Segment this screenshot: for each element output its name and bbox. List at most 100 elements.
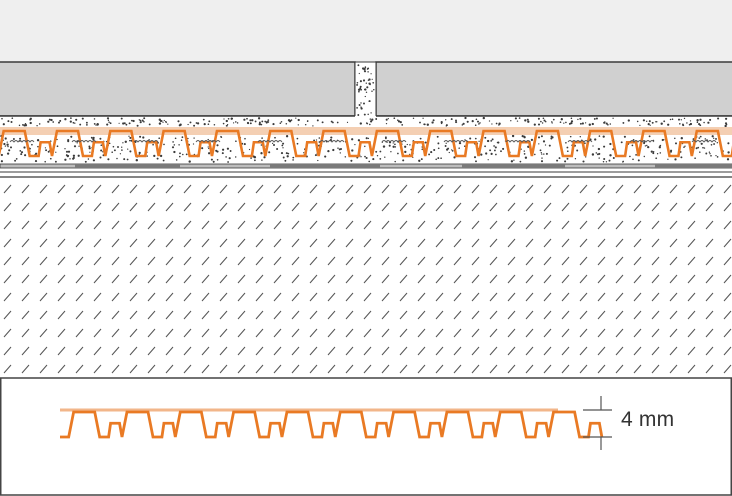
speckle-dot bbox=[510, 160, 514, 163]
speckle-dot bbox=[251, 119, 254, 122]
speckle-dot bbox=[371, 90, 373, 93]
speckle-dot bbox=[440, 120, 443, 124]
speckle-dot bbox=[541, 122, 544, 124]
speckle-dot bbox=[158, 137, 161, 140]
speckle-dot bbox=[494, 146, 497, 149]
speckle-dot bbox=[281, 144, 284, 147]
speckle-dot bbox=[330, 136, 333, 139]
speckle-dot bbox=[317, 159, 319, 162]
speckle-dot bbox=[113, 149, 116, 152]
speckle-dot bbox=[526, 118, 529, 121]
speckle-dot bbox=[243, 118, 246, 121]
speckle-dot bbox=[448, 151, 450, 154]
speckle-dot bbox=[357, 64, 360, 67]
speckle-dot bbox=[280, 152, 284, 155]
speckle-dot bbox=[208, 120, 211, 123]
speckle-dot bbox=[605, 161, 608, 163]
speckle-dot bbox=[226, 123, 229, 126]
speckle-dot bbox=[108, 142, 111, 145]
speckle-dot bbox=[479, 122, 481, 124]
speckle-dot bbox=[221, 148, 225, 151]
speckle-dot bbox=[482, 116, 485, 120]
speckle-dot bbox=[24, 154, 27, 157]
speckle-dot bbox=[716, 156, 719, 158]
speckle-dot bbox=[11, 117, 14, 120]
speckle-dot bbox=[595, 117, 598, 120]
speckle-dot bbox=[367, 71, 369, 73]
speckle-dot bbox=[196, 122, 200, 125]
speckle-dot bbox=[680, 156, 683, 159]
speckle-dot bbox=[502, 147, 505, 150]
speckle-dot bbox=[516, 120, 519, 122]
speckle-dot bbox=[450, 118, 453, 121]
speckle-dot bbox=[700, 142, 703, 145]
speckle-dot bbox=[20, 151, 24, 154]
speckle-dot bbox=[49, 157, 52, 160]
speckle-dot bbox=[216, 158, 219, 161]
speckle-dot bbox=[393, 117, 396, 120]
speckle-dot bbox=[47, 150, 50, 153]
speckle-dot bbox=[401, 124, 404, 126]
speckle-dot bbox=[2, 123, 5, 126]
speckle-dot bbox=[680, 119, 682, 121]
speckle-dot bbox=[462, 122, 465, 125]
speckle-dot bbox=[551, 136, 554, 139]
speckle-dot bbox=[96, 123, 99, 126]
anchoring-fleece bbox=[9, 140, 717, 143]
speckle-dot bbox=[10, 121, 13, 123]
speckle-dot bbox=[392, 145, 395, 148]
speckle-dot bbox=[174, 137, 177, 140]
speckle-dot bbox=[695, 147, 698, 150]
speckle-dot bbox=[223, 118, 225, 120]
speckle-dot bbox=[548, 144, 551, 147]
speckle-dot bbox=[445, 119, 447, 121]
speckle-dot bbox=[56, 138, 58, 141]
speckle-dot bbox=[437, 147, 440, 150]
speckle-dot bbox=[652, 151, 655, 153]
speckle-dot bbox=[109, 122, 112, 125]
speckle-dot bbox=[260, 123, 263, 126]
speckle-dot bbox=[359, 85, 362, 88]
speckle-dot bbox=[699, 135, 702, 138]
speckle-dot bbox=[116, 157, 118, 160]
speckle-dot bbox=[433, 148, 436, 152]
speckle-dot bbox=[106, 117, 110, 120]
speckle-dot bbox=[225, 156, 227, 158]
speckle-dot bbox=[667, 123, 670, 126]
speckle-dot bbox=[397, 120, 401, 123]
speckle-dot bbox=[496, 141, 499, 144]
speckle-dot bbox=[440, 157, 442, 160]
speckle-dot bbox=[225, 119, 228, 123]
speckle-dot bbox=[540, 135, 543, 138]
speckle-dot bbox=[36, 124, 38, 127]
speckle-dot bbox=[244, 137, 246, 140]
speckle-dot bbox=[44, 160, 46, 163]
speckle-dot bbox=[436, 135, 439, 138]
speckle-dot bbox=[708, 151, 711, 153]
speckle-dot bbox=[696, 121, 699, 123]
speckle-dot bbox=[38, 123, 41, 125]
speckle-dot bbox=[79, 123, 82, 126]
speckle-dot bbox=[231, 117, 234, 120]
speckle-dot bbox=[74, 122, 76, 124]
speckle-dot bbox=[551, 121, 553, 123]
speckle-dot bbox=[212, 160, 215, 163]
speckle-dot bbox=[264, 120, 267, 123]
speckle-dot bbox=[232, 122, 235, 124]
speckle-dot bbox=[20, 153, 23, 156]
speckle-dot bbox=[686, 122, 688, 124]
speckle-dot bbox=[141, 119, 144, 122]
speckle-dot bbox=[514, 117, 517, 120]
speckle-dot bbox=[84, 160, 87, 163]
speckle-dot bbox=[350, 159, 353, 162]
speckle-dot bbox=[582, 160, 585, 163]
speckle-dot bbox=[360, 102, 362, 104]
speckle-dot bbox=[129, 136, 132, 139]
speckle-dot bbox=[58, 121, 60, 124]
speckle-dot bbox=[130, 119, 133, 122]
speckle-dot bbox=[357, 139, 361, 142]
speckle-dot bbox=[579, 122, 582, 125]
uncoupling-membrane bbox=[0, 129, 732, 158]
speckle-dot bbox=[612, 156, 615, 160]
speckle-dot bbox=[69, 120, 72, 123]
